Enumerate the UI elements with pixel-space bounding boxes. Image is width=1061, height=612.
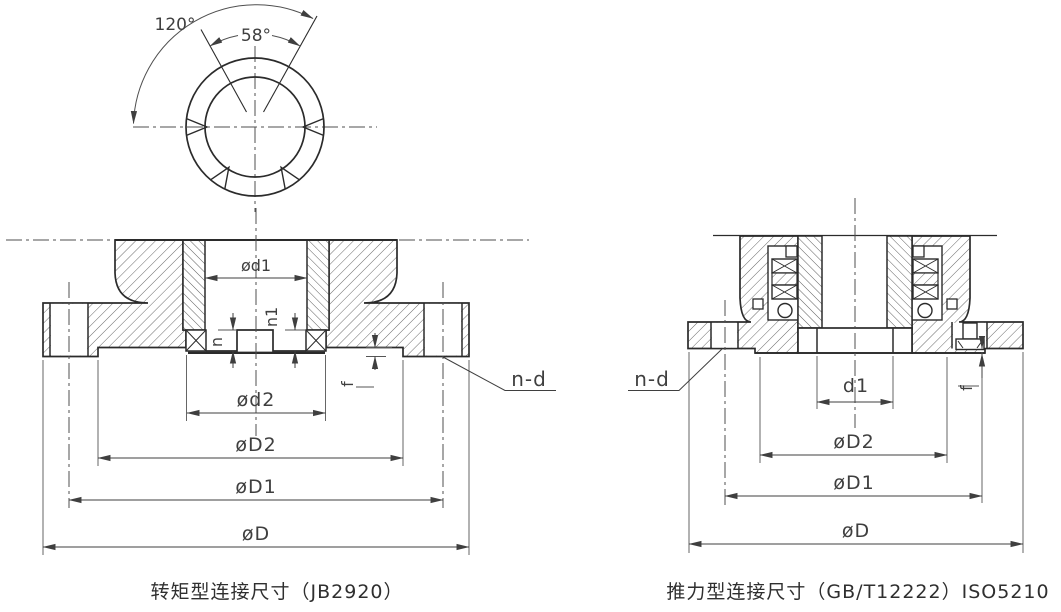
o-ring <box>752 298 764 310</box>
label-d1: d1 <box>843 375 869 397</box>
dimension-lines <box>628 336 1024 548</box>
dimension-lines <box>42 274 556 551</box>
angle-label-120: 120° <box>155 15 196 35</box>
notch-right <box>301 117 324 137</box>
notch-bottom-left <box>210 165 230 190</box>
leader-nd <box>442 356 556 391</box>
label-f: f <box>957 385 976 391</box>
stud-shank <box>962 322 978 340</box>
label-oD1: øD1 <box>833 472 874 494</box>
label-oD2: øD2 <box>235 434 276 456</box>
thrust-type-section: d1 øD2 øD1 øD f n-d 推力型连接尺寸（GB/T12222）IS… <box>628 198 1049 603</box>
drive-sleeve-left <box>182 239 206 331</box>
label-oD1: øD1 <box>235 476 276 498</box>
bearing-spacer <box>771 272 798 286</box>
leader-nd <box>628 348 723 391</box>
caption-torque-type: 转矩型连接尺寸（JB2920） <box>151 581 404 603</box>
bearing-ball <box>917 302 933 319</box>
retainer-ring-left <box>185 329 207 352</box>
top-claw-view <box>130 4 377 212</box>
bearing-ball <box>777 302 793 319</box>
caption-thrust-type: 推力型连接尺寸（GB/T12222）ISO5210 <box>666 581 1049 603</box>
angle-label-58: 58° <box>241 26 271 46</box>
angle-arc-120 <box>130 4 314 125</box>
label-od2: ød2 <box>237 389 276 411</box>
label-f: f <box>338 381 357 387</box>
seal-ring <box>785 245 798 258</box>
notch-bottom-right <box>280 165 300 190</box>
stem-nut-wall-right <box>886 235 913 329</box>
label-oD: øD <box>242 523 270 545</box>
label-oD2: øD2 <box>833 431 874 453</box>
bearing-spacer <box>912 272 939 286</box>
label-nd: n-d <box>634 367 670 391</box>
label-od1: ød1 <box>241 256 271 275</box>
thrust-bearing-right <box>912 245 958 319</box>
drive-sleeve-right <box>306 239 330 331</box>
retainer-ring-right <box>305 329 327 352</box>
sector-line-right <box>263 15 318 113</box>
stem-nut-wall-left <box>797 235 823 329</box>
angle-arc-58-left <box>209 35 239 47</box>
sector-line-left <box>200 29 247 113</box>
o-ring <box>946 298 958 310</box>
mounting-stud <box>955 322 985 351</box>
angle-arc-58-right <box>271 35 301 47</box>
extension-lines <box>42 329 470 555</box>
label-oD: øD <box>842 520 870 542</box>
centerlines <box>6 208 529 508</box>
torque-type-section: ød1 ød2 øD2 øD1 øD n n1 f n-d 转矩型连接尺寸（JB… <box>6 208 556 603</box>
thrust-bearing-left <box>752 245 798 319</box>
centerlines <box>724 198 856 505</box>
label-n1: n1 <box>262 307 281 327</box>
label-n: n <box>207 337 226 347</box>
label-nd: n-d <box>511 367 547 391</box>
seal-ring <box>912 245 925 258</box>
